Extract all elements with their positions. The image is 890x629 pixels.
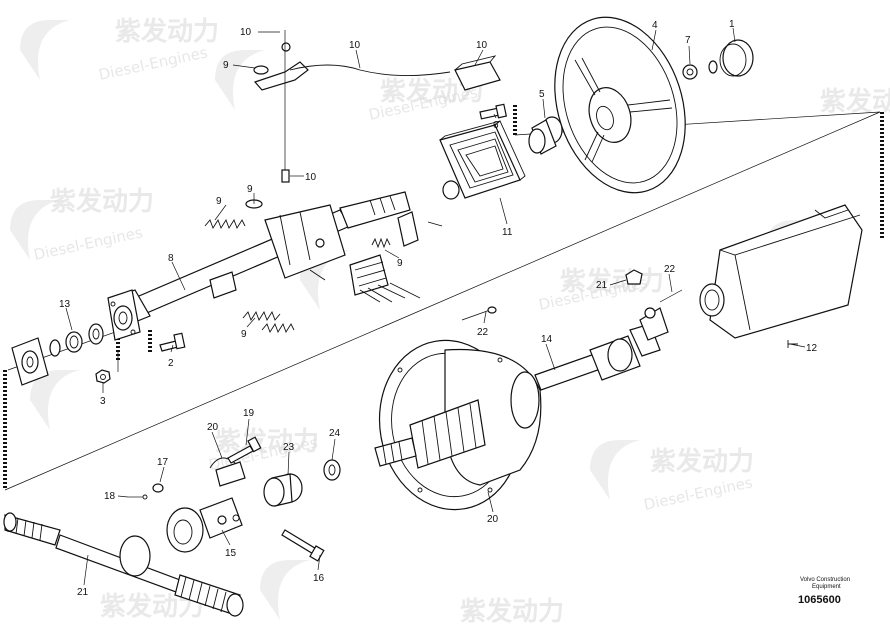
callout-1: 1 — [729, 19, 735, 30]
callout-11: 11 — [502, 227, 513, 238]
flange-left — [107, 289, 141, 341]
watermark-cn: 紫发动力 — [50, 186, 154, 217]
watermark-cn: 紫发动力 — [560, 266, 664, 297]
watermark-cn: 紫发动力 — [115, 16, 219, 47]
callout-16: 16 — [313, 573, 325, 584]
callout-10: 10 — [349, 40, 361, 51]
watermark-cn: 紫发动力 — [460, 596, 564, 627]
nut-3 — [95, 369, 111, 384]
bolt-22 — [461, 306, 497, 321]
callout-22: 22 — [477, 327, 489, 338]
callout-9: 9 — [247, 184, 253, 195]
callout-2: 2 — [168, 358, 174, 369]
callout-13: 13 — [59, 299, 71, 310]
bolt-2 — [159, 332, 186, 352]
callout-4: 4 — [652, 20, 658, 31]
watermark-cn: 紫发动力 — [650, 446, 754, 477]
callout-9: 9 — [223, 60, 229, 71]
callout-10: 10 — [305, 172, 317, 183]
callout-21: 21 — [77, 587, 89, 598]
bellows-20 — [374, 399, 486, 469]
clip-20 — [209, 457, 246, 487]
bushing-23 — [263, 473, 303, 507]
callout-20: 20 — [487, 514, 499, 525]
callout-10: 10 — [240, 27, 252, 38]
callout-9: 9 — [241, 329, 247, 340]
watermark-en: Diesel-Engines — [642, 473, 754, 514]
washers-13 — [49, 323, 104, 357]
bolt-19 — [227, 436, 262, 464]
horn-cap — [719, 39, 754, 77]
callout-22: 22 — [664, 264, 676, 275]
callout-7: 7 — [685, 35, 691, 46]
callout-3: 3 — [100, 396, 106, 407]
wheel-nut — [682, 60, 718, 80]
callout-21: 21 — [596, 280, 608, 291]
callout-9: 9 — [216, 196, 222, 207]
callout-6: 6 — [493, 120, 499, 131]
callouts: 1 2 3 4 5 6 7 8 9 9 9 9 9 10 10 10 10 11… — [59, 19, 818, 598]
steering-column — [119, 191, 443, 323]
callout-9: 9 — [397, 258, 403, 269]
spline-shaft — [3, 512, 244, 617]
universal-joint-15 — [166, 497, 243, 553]
callout-14: 14 — [541, 334, 553, 345]
drawing-footer: Volvo Construction Equipment 1065600 — [798, 577, 850, 606]
fitting-21 — [625, 269, 683, 303]
callout-17: 17 — [157, 457, 169, 468]
callout-15: 15 — [225, 548, 237, 559]
watermark-en: Diesel-Engines — [97, 43, 209, 84]
footer-company: Volvo Construction — [800, 577, 850, 583]
callout-24: 24 — [329, 428, 341, 439]
bolt-16 — [281, 529, 325, 562]
bolt-6 — [479, 103, 508, 120]
leader-lines — [65, 27, 806, 586]
callout-20: 20 — [207, 422, 219, 433]
callout-8: 8 — [168, 253, 174, 264]
pin-18 — [128, 483, 164, 500]
flange-plate-lower — [11, 337, 49, 386]
washer — [442, 180, 460, 200]
horn-switch — [253, 30, 501, 183]
callout-5: 5 — [539, 89, 545, 100]
callout-12: 12 — [806, 343, 818, 354]
watermark-en: Diesel-Engines — [32, 223, 144, 264]
rubber-boot — [439, 120, 526, 199]
washer-24 — [323, 459, 341, 481]
callout-19: 19 — [243, 408, 255, 419]
drawing-number: 1065600 — [798, 594, 841, 606]
bushing — [528, 116, 563, 155]
footer-equipment: Equipment — [812, 584, 841, 590]
valve-housing — [699, 204, 863, 348]
steering-shaft — [534, 307, 669, 391]
callout-18: 18 — [104, 491, 116, 502]
watermark-cn: 紫发动力 — [215, 426, 319, 457]
callout-23: 23 — [283, 442, 295, 453]
steering-wheel — [554, 16, 686, 194]
callout-10: 10 — [476, 40, 488, 51]
